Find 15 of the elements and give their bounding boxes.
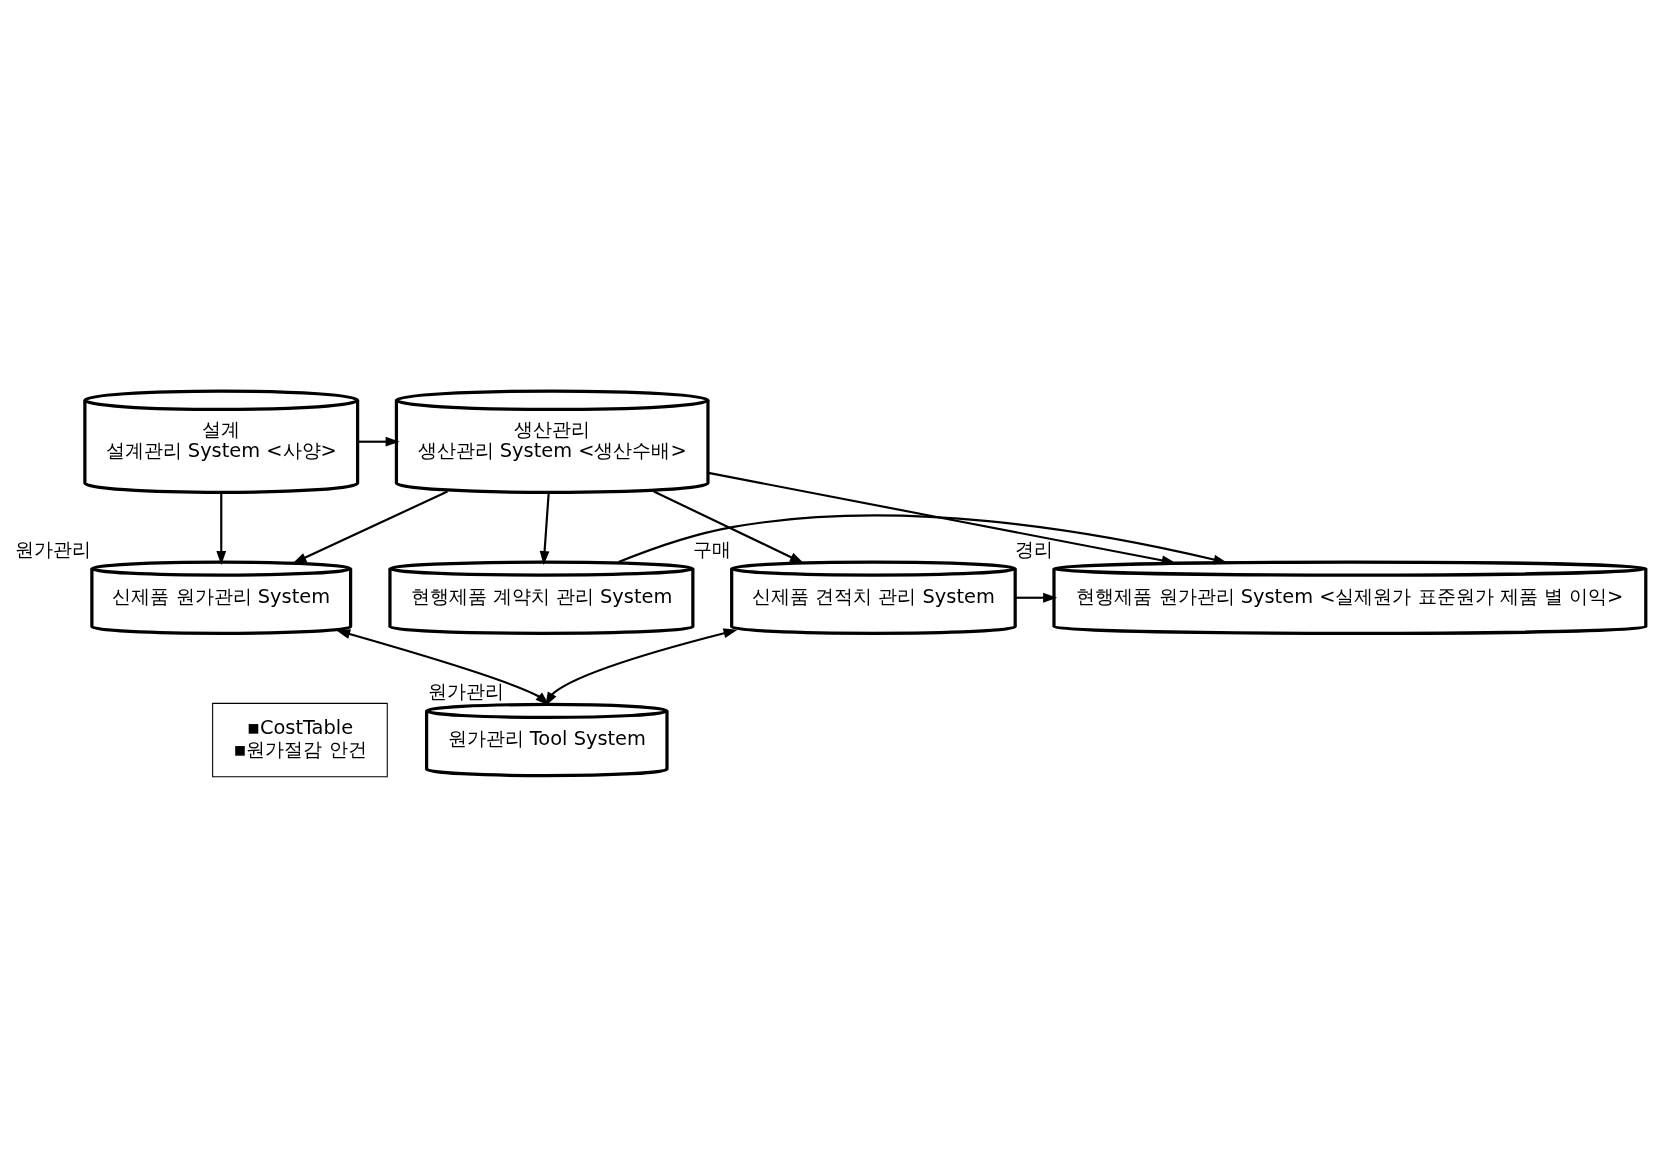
arrow — [216, 491, 227, 565]
arrow — [708, 471, 1176, 565]
arrow — [292, 490, 448, 564]
arrow — [336, 628, 550, 706]
node-label: 원가관리 — [427, 679, 504, 703]
node-label: 경리 — [1015, 537, 1054, 561]
arrow — [653, 490, 804, 563]
arrow — [545, 627, 738, 706]
arrow — [539, 491, 550, 565]
arrow — [618, 514, 1228, 564]
node-label: 원가관리 — [14, 537, 91, 561]
node-label: 구매 — [692, 537, 731, 561]
arrow — [1015, 592, 1058, 603]
arrow — [357, 436, 400, 447]
node-box: ▪CostTable ▪원가절감 안건 — [212, 702, 388, 777]
